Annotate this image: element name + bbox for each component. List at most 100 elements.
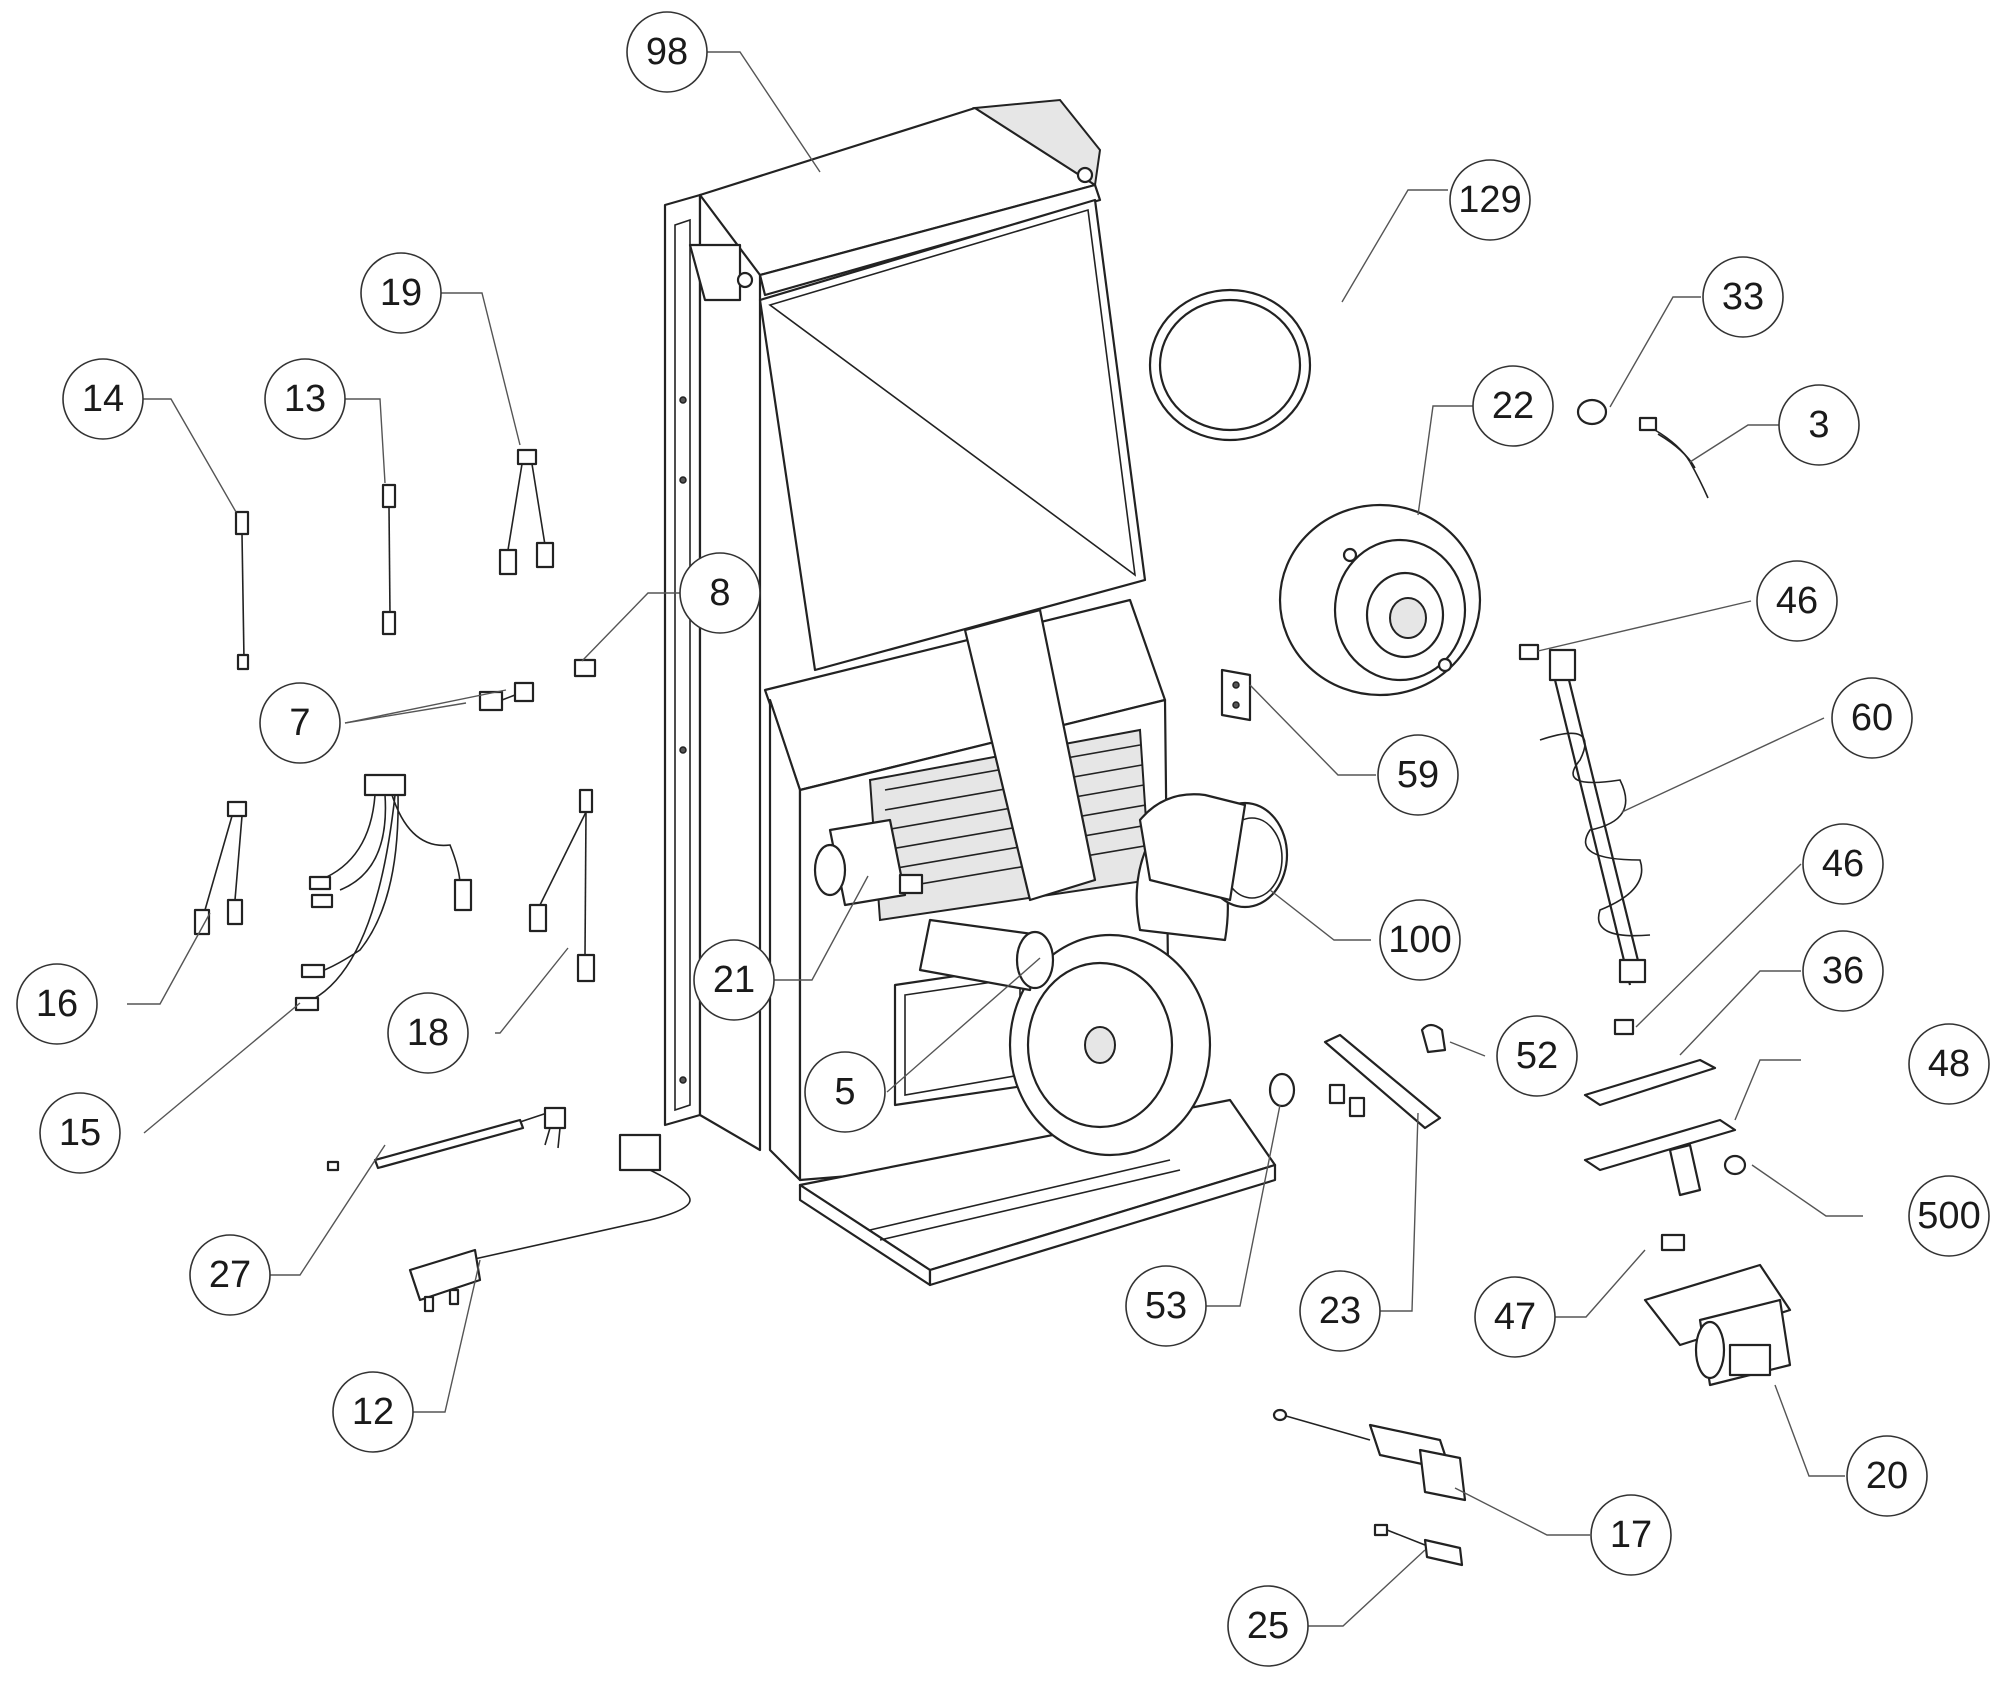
wire-19 — [498, 448, 555, 576]
callout-23: 23 — [1299, 1270, 1381, 1352]
bushing-47 — [1660, 1233, 1686, 1252]
callout-13: 13 — [264, 358, 346, 440]
power-cord-12 — [408, 1133, 691, 1313]
heat-exchanger-panel — [758, 198, 1147, 672]
svg-text:48: 48 — [1928, 1043, 1970, 1085]
callout-98: 98 — [626, 11, 708, 93]
probe-23 — [1323, 1033, 1442, 1130]
plate-36 — [1583, 1058, 1717, 1107]
callout-3: 3 — [1778, 384, 1860, 466]
auger-motor — [813, 818, 924, 907]
auger-screw — [1539, 648, 1651, 986]
cap-500 — [1723, 1154, 1747, 1176]
callout-53: 53 — [1125, 1265, 1207, 1347]
blower — [1008, 793, 1289, 1157]
callout-14: 14 — [62, 358, 144, 440]
top-hood — [688, 98, 1102, 302]
callout-19: 19 — [360, 252, 442, 334]
callout-129: 129 — [1449, 159, 1531, 241]
exhaust-pipe — [918, 918, 1055, 992]
callout-47: 47 — [1474, 1276, 1556, 1358]
clip-8 — [573, 658, 597, 678]
callout-36: 36 — [1802, 930, 1884, 1012]
gear-motor — [1643, 1263, 1792, 1387]
svg-text:46: 46 — [1776, 580, 1818, 622]
svg-text:22: 22 — [1492, 385, 1534, 427]
svg-text:59: 59 — [1397, 754, 1439, 796]
callout-27: 27 — [189, 1234, 271, 1316]
callout-21: 21 — [693, 939, 775, 1021]
svg-text:21: 21 — [713, 959, 755, 1001]
svg-text:36: 36 — [1822, 950, 1864, 992]
callout-15: 15 — [39, 1092, 121, 1174]
svg-text:14: 14 — [82, 378, 124, 420]
callout-12: 12 — [332, 1371, 414, 1453]
clip-52 — [1420, 1023, 1447, 1054]
svg-text:60: 60 — [1851, 697, 1893, 739]
svg-text:17: 17 — [1610, 1514, 1652, 1556]
callout-22: 22 — [1472, 365, 1554, 447]
svg-text:25: 25 — [1247, 1605, 1289, 1647]
parts-drawing — [193, 98, 1792, 1567]
svg-text:12: 12 — [352, 1391, 394, 1433]
callout-8: 8 — [679, 552, 761, 634]
callout-46-upper: 46 — [1756, 560, 1838, 642]
svg-text:7: 7 — [289, 702, 310, 744]
svg-text:3: 3 — [1808, 404, 1829, 446]
plate-48 — [1583, 1118, 1737, 1197]
svg-text:100: 100 — [1388, 919, 1451, 961]
svg-text:52: 52 — [1516, 1035, 1558, 1077]
wire-7 — [478, 681, 535, 712]
callout-18: 18 — [387, 992, 469, 1074]
svg-text:27: 27 — [209, 1254, 251, 1296]
sleeve-53 — [1268, 1072, 1296, 1108]
callout-5: 5 — [804, 1051, 886, 1133]
stove-frame — [663, 193, 762, 1152]
svg-text:8: 8 — [709, 572, 730, 614]
callout-500: 500 — [1908, 1175, 1990, 1257]
sensor-25 — [1373, 1523, 1464, 1567]
wire-14 — [234, 510, 250, 671]
svg-text:23: 23 — [1319, 1290, 1361, 1332]
burner-flange — [1278, 503, 1482, 697]
callout-7: 7 — [259, 682, 341, 764]
callout-20: 20 — [1846, 1435, 1928, 1517]
callout-60: 60 — [1831, 677, 1913, 759]
svg-text:5: 5 — [834, 1071, 855, 1113]
gasket-ring — [1148, 288, 1312, 442]
svg-text:15: 15 — [59, 1112, 101, 1154]
callout-59: 59 — [1377, 734, 1459, 816]
callout-100: 100 — [1379, 899, 1461, 981]
callouts: 98 129 19 14 13 33 3 22 8 7 46 59 60 16 … — [16, 11, 1990, 1667]
callout-16: 16 — [16, 963, 98, 1045]
callout-48: 48 — [1908, 1023, 1990, 1105]
svg-text:18: 18 — [407, 1012, 449, 1054]
callout-52: 52 — [1496, 1015, 1578, 1097]
igniter-27 — [326, 1106, 567, 1172]
svg-text:500: 500 — [1917, 1195, 1980, 1237]
svg-text:19: 19 — [380, 272, 422, 314]
wire-18 — [528, 788, 596, 983]
bushing-46-bottom — [1613, 1018, 1635, 1036]
callout-25: 25 — [1227, 1585, 1309, 1667]
svg-text:47: 47 — [1494, 1296, 1536, 1338]
switch-17 — [1272, 1408, 1467, 1502]
callout-46-lower: 46 — [1802, 823, 1884, 905]
wire-15 — [294, 773, 473, 1012]
leader-lines — [127, 51, 1863, 1627]
callout-17: 17 — [1590, 1494, 1672, 1576]
bracket-59 — [1220, 668, 1252, 722]
svg-text:53: 53 — [1145, 1285, 1187, 1327]
svg-text:20: 20 — [1866, 1455, 1908, 1497]
bushing-46-top — [1518, 643, 1540, 661]
wire-13 — [381, 483, 397, 636]
wire-16 — [193, 800, 248, 936]
sensor-3 — [1638, 416, 1709, 499]
svg-text:16: 16 — [36, 983, 78, 1025]
svg-text:33: 33 — [1722, 276, 1764, 318]
callout-33: 33 — [1702, 256, 1784, 338]
svg-text:98: 98 — [646, 31, 688, 73]
svg-text:129: 129 — [1458, 179, 1521, 221]
disc-33 — [1576, 398, 1608, 426]
